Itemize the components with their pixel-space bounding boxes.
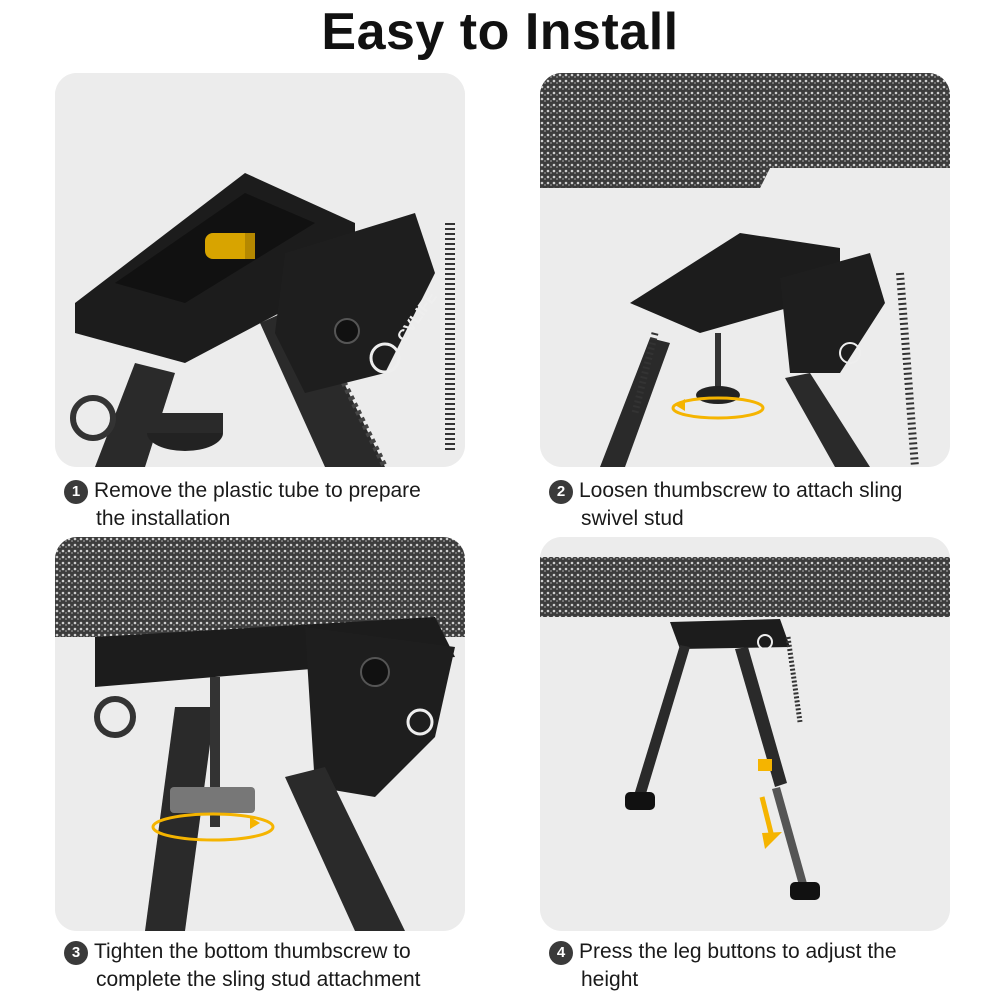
- step-caption-line-2: complete the sling stud attachment: [96, 968, 421, 991]
- step-number-badge: 2: [549, 480, 573, 504]
- bipod-mount-closeup-illustration: CVLIFE: [55, 73, 465, 467]
- step-3-image: [55, 537, 465, 931]
- step-caption-line-1: Press the leg buttons to adjust the: [579, 940, 897, 963]
- page-title: Easy to Install: [321, 3, 679, 61]
- step-caption-line-2: height: [581, 968, 639, 991]
- bipod-tighten-thumbscrew-illustration: [55, 537, 465, 931]
- step-3-caption: 3 Tighten the bottom thumbscrew to comple…: [64, 938, 464, 994]
- step-caption-line-2: the installation: [96, 507, 231, 530]
- step-4-caption: 4 Press the leg buttons to adjust the hei…: [549, 938, 949, 994]
- step-2-image: [540, 73, 950, 467]
- step-number-badge: 3: [64, 941, 88, 965]
- bipod-adjust-height-illustration: [540, 537, 950, 931]
- bipod-loosen-thumbscrew-illustration: [540, 73, 950, 467]
- step-4-image: [540, 537, 950, 931]
- step-number-badge: 1: [64, 480, 88, 504]
- step-caption-line-1: Loosen thumbscrew to attach sling: [579, 479, 903, 502]
- step-1-caption: 1 Remove the plastic tube to prepare the …: [64, 477, 464, 533]
- step-2-caption: 2 Loosen thumbscrew to attach sling swive…: [549, 477, 949, 533]
- step-caption-line-2: swivel stud: [581, 507, 684, 530]
- step-caption-line-1: Remove the plastic tube to prepare: [94, 479, 421, 502]
- step-caption-line-1: Tighten the bottom thumbscrew to: [94, 940, 411, 963]
- step-number-badge: 4: [549, 941, 573, 965]
- step-1-image: CVLIFE: [55, 73, 465, 467]
